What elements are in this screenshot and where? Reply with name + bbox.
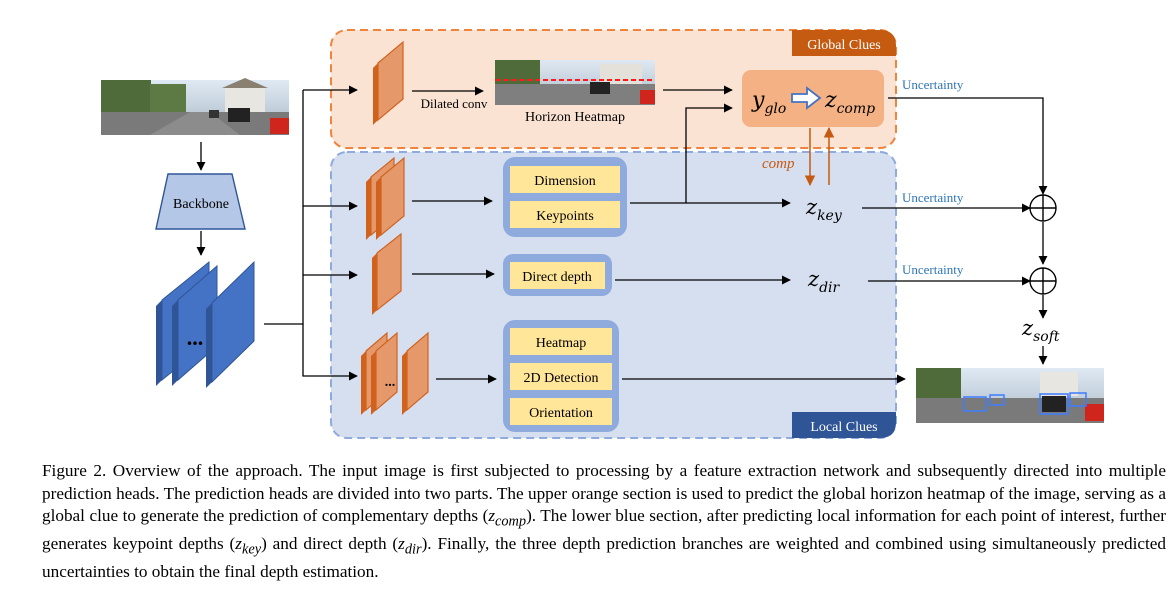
caption-math-zdir: zdir (398, 533, 422, 558)
head-heatmap (510, 328, 612, 355)
uncertainty-lines (862, 97, 1048, 365)
head-orientation (510, 398, 612, 425)
conv-block-direct-depth (372, 232, 402, 315)
caption-math-zkey: zkey (235, 533, 262, 558)
sum-node-1 (1029, 194, 1057, 222)
y-glo-symbol: yglo (751, 88, 786, 117)
input-image (101, 78, 289, 135)
uncertainty-label-dir: Uncertainty (902, 262, 964, 277)
head-orientation-label: Orientation (529, 406, 593, 421)
head-keypoints (510, 201, 620, 228)
head-group-detection: Heatmap 2D Detection Orientation (503, 320, 619, 432)
hollow-arrow-icon (791, 86, 822, 110)
z-key-symbol: zkey (805, 195, 843, 224)
head-2d-detection-label: 2D Detection (523, 371, 598, 386)
uncertainty-label-global: Uncertainty (902, 77, 964, 92)
head-heatmap-label: Heatmap (536, 336, 587, 351)
local-clues-region: Local Clues (330, 151, 897, 439)
head-2d-detection (510, 363, 612, 390)
caption-part-3: ) and direct depth ( (261, 533, 399, 553)
head-keypoints-label: Keypoints (536, 209, 594, 224)
horizon-heatmap-image (495, 60, 655, 105)
z-dir-symbol: zdir (807, 267, 841, 296)
z-comp-symbol: zcomp (824, 88, 875, 117)
comp-arrow-label: comp (762, 156, 795, 172)
horizon-heatmap-label: Horizon Heatmap (525, 110, 625, 125)
caption-part-4: ). Finally, the three depth prediction b… (42, 533, 1166, 581)
conv-block-global (373, 40, 404, 125)
caption-math-zcomp: zcomp (488, 506, 527, 530)
local-clues-label: Local Clues (810, 420, 877, 435)
backbone-label: Backbone (173, 197, 229, 212)
global-clues-label: Global Clues (807, 38, 881, 53)
head-direct-depth (510, 262, 605, 289)
dilated-conv-label: Dilated conv (421, 96, 488, 111)
head-dimension (510, 166, 620, 193)
caption-part-1: Figure 2. Overview of the approach. The … (42, 461, 1166, 525)
feature-map-3 (206, 260, 255, 388)
head-distribution-lines (264, 85, 358, 381)
output-image (916, 368, 1104, 423)
conv-ellipsis: ... (385, 375, 396, 390)
complementary-depth-box: yglo zcomp (742, 70, 884, 127)
head-group-dimension-keypoints: Dimension Keypoints (503, 157, 627, 237)
conv-block-detection: ... (361, 331, 429, 415)
conv-block-keypoints (366, 156, 405, 240)
backbone-block: Backbone (155, 173, 246, 230)
feature-map-ellipsis: ... (187, 325, 204, 350)
head-dimension-label: Dimension (534, 174, 595, 189)
head-direct-depth-label: Direct depth (522, 270, 592, 285)
figure-caption: Figure 2. Overview of the approach. The … (42, 460, 1166, 583)
feature-maps: ... (156, 260, 255, 388)
caption-part-2: ). The lower blue section, after predict… (42, 506, 1166, 553)
uncertainty-label-key: Uncertainty (902, 190, 964, 205)
sum-node-2 (1029, 267, 1057, 295)
head-group-direct-depth: Direct depth (503, 254, 612, 296)
approach-diagram: Global Clues Local Clues Backbone (101, 29, 1104, 439)
z-soft-symbol: zsoft (1021, 316, 1060, 345)
